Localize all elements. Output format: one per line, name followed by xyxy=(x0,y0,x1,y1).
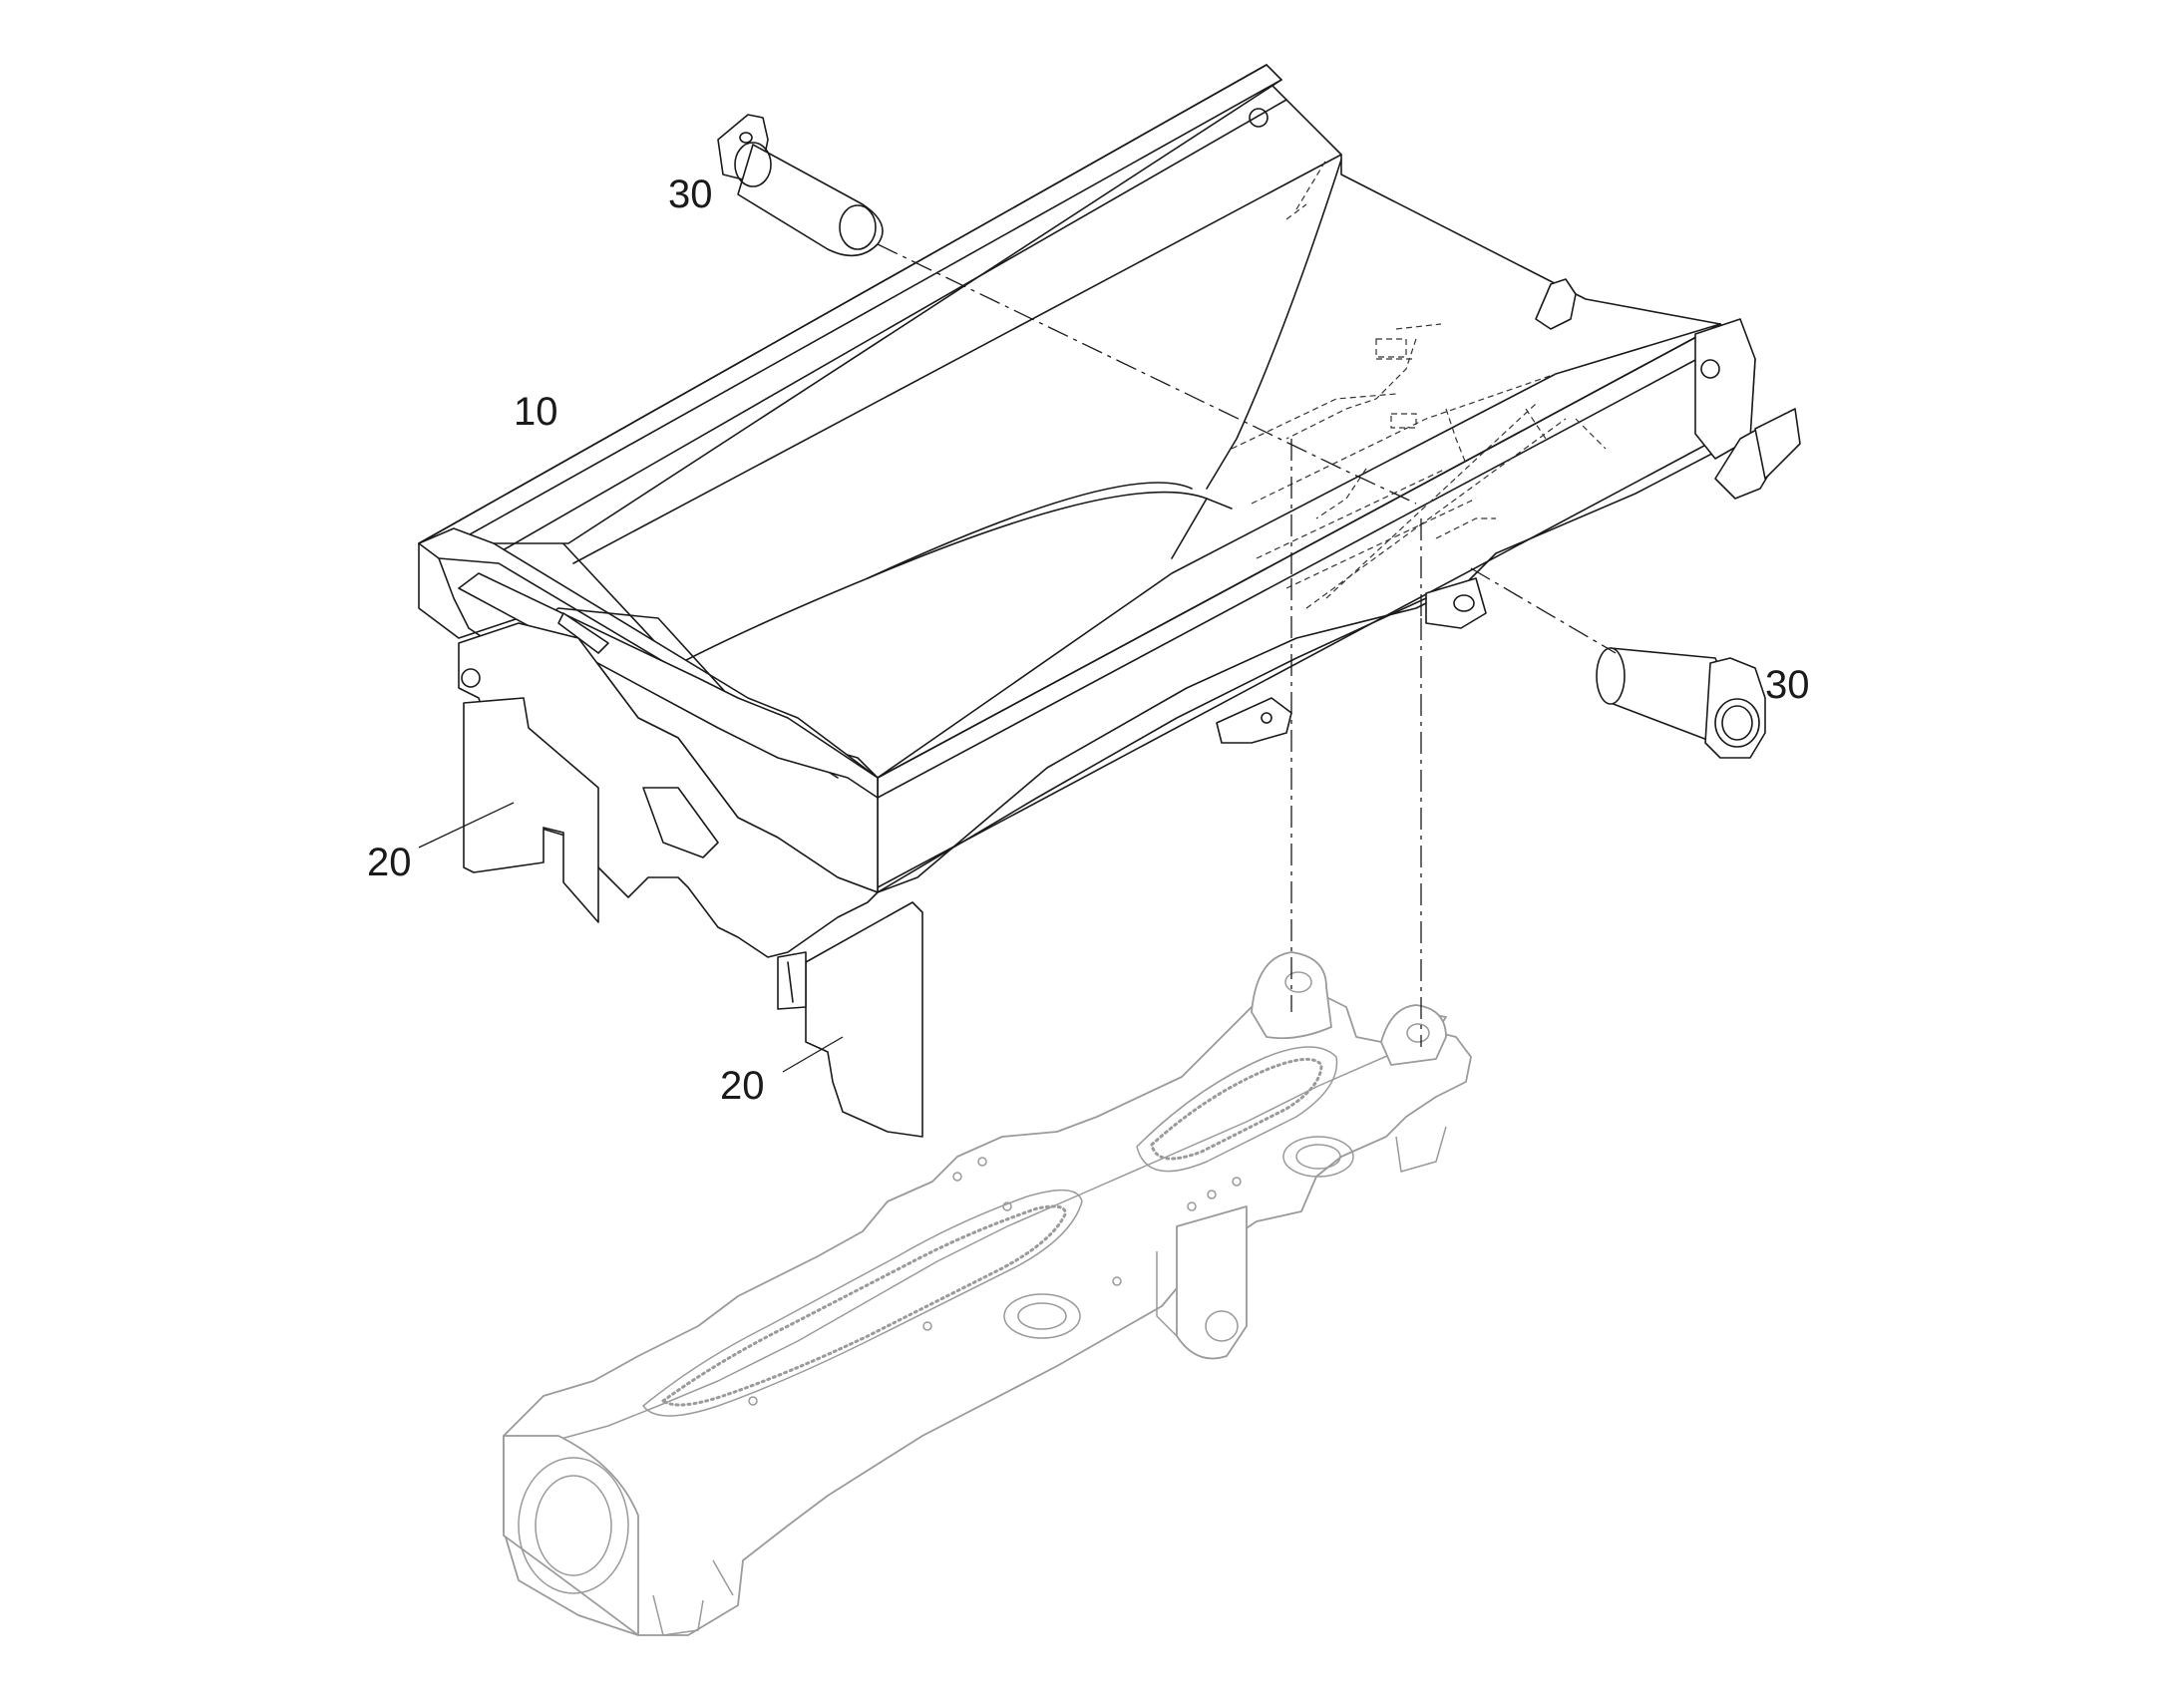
callout-part-20-bottom: 20 xyxy=(720,1064,765,1108)
callout-part-20-left: 20 xyxy=(367,841,412,884)
leader-lines xyxy=(418,802,844,1073)
mud-flap-bottom-part-20 xyxy=(777,901,923,1138)
pivot-pin-top-part-30 xyxy=(717,114,884,257)
callout-part-10: 10 xyxy=(514,390,558,434)
callout-part-30-right: 30 xyxy=(1765,663,1810,707)
chassis-frame xyxy=(503,951,1472,1636)
assembly-center-lines xyxy=(877,243,1617,1047)
pivot-pin-right-part-30 xyxy=(1596,647,1766,759)
mud-flap-left-part-20 xyxy=(463,697,599,923)
callout-part-30-top: 30 xyxy=(668,172,713,216)
dump-body-part-10 xyxy=(418,64,1801,958)
